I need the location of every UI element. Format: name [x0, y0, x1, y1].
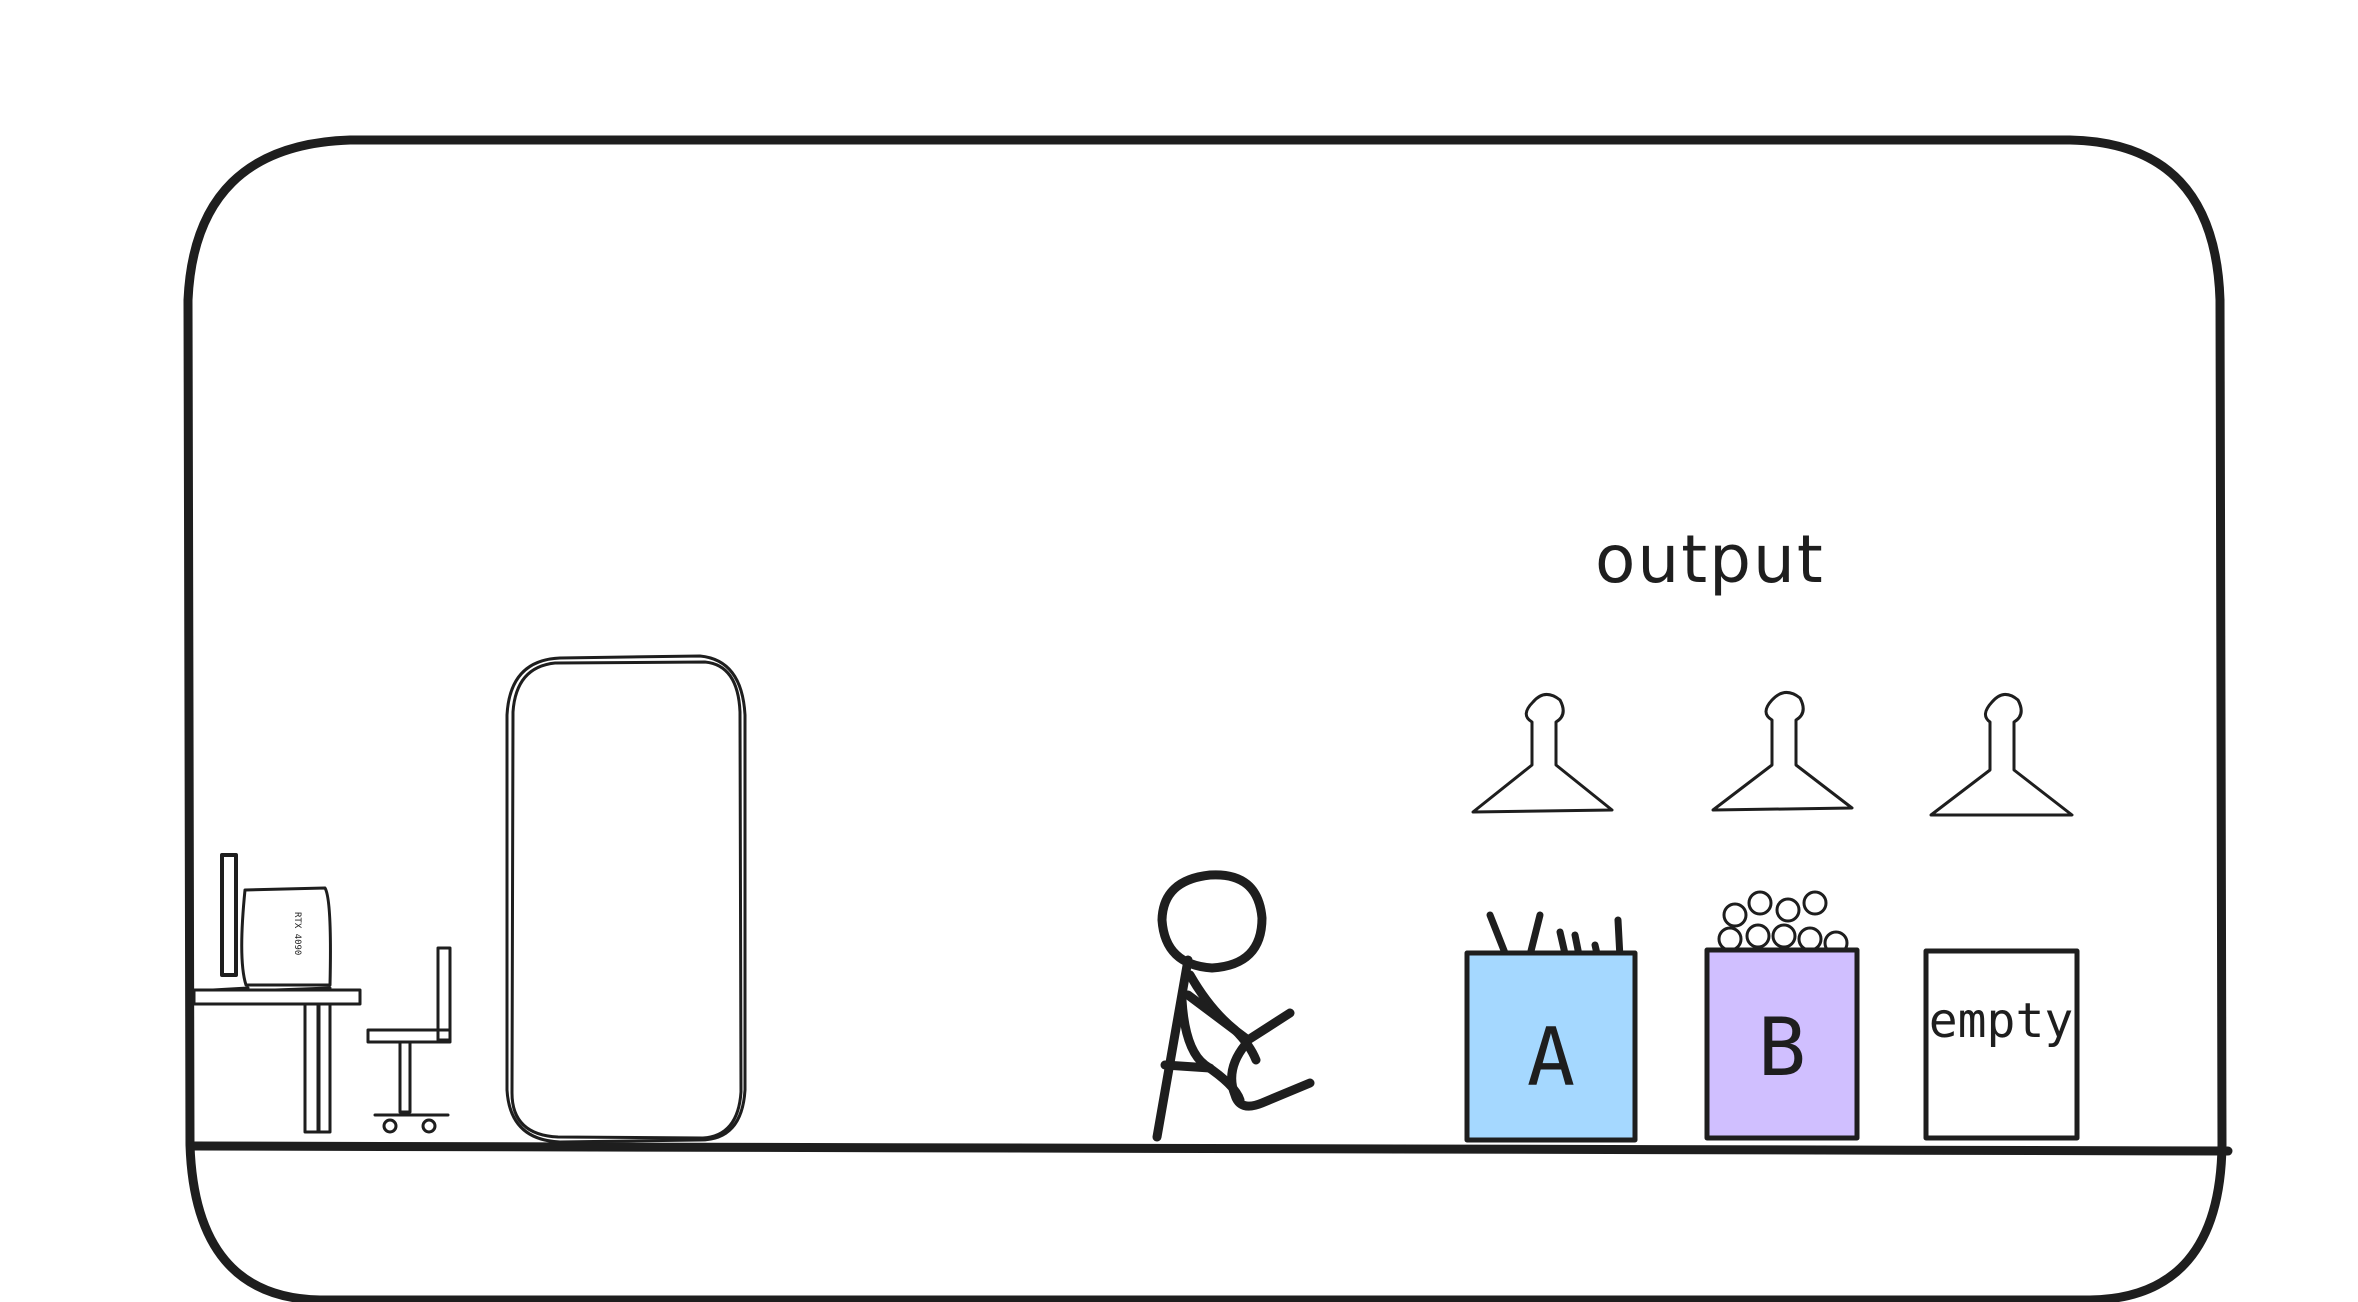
funnel-icon [1711, 691, 1854, 812]
office-chair-icon [366, 946, 452, 1134]
monitor-icon: RTX 4090 [211, 853, 332, 992]
room-frame [183, 135, 2227, 1302]
funnel-icon [1929, 693, 2074, 817]
output-label: output [1595, 521, 1825, 598]
bin-b: B [1704, 947, 1860, 1141]
cabinet-icon [505, 654, 747, 1144]
funnel-icon [1471, 693, 1614, 814]
floor-line [189, 1141, 2233, 1156]
bin-a: A [1464, 950, 1638, 1143]
bin-a-label: A [1527, 1011, 1575, 1104]
bin-empty: empty [1923, 948, 2080, 1141]
bin-b-label: B [1758, 1001, 1806, 1094]
monitor-label: RTX 4090 [292, 912, 302, 955]
stick-figure-icon [1152, 870, 1315, 1142]
bin-empty-label: empty [1929, 993, 2074, 1049]
balls-icon [1717, 890, 1849, 956]
desk-icon [192, 988, 362, 1134]
